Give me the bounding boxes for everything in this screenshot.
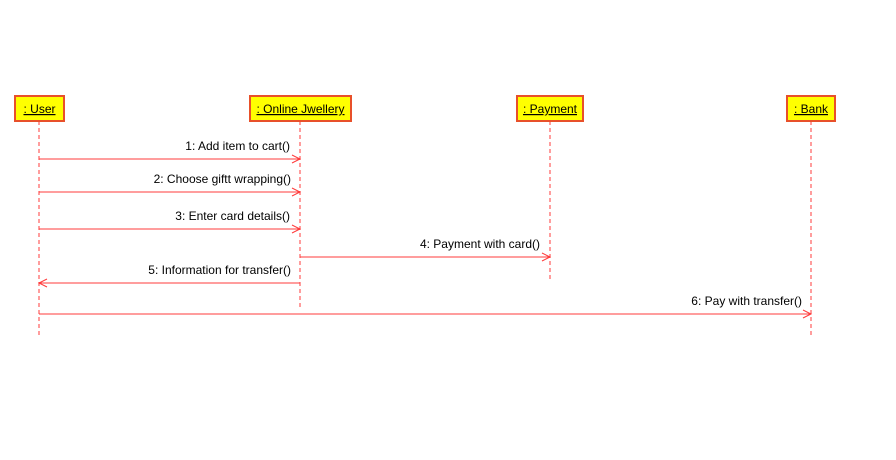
object-payment[interactable]: : Payment <box>516 95 584 122</box>
object-payment-label: : Payment <box>523 102 578 116</box>
message-1[interactable]: 1: Add item to cart() <box>39 139 302 164</box>
message-5[interactable]: 5: Information for transfer() <box>37 263 300 288</box>
arrowhead-right-icon <box>291 154 302 164</box>
object-user[interactable]: : User <box>14 95 65 122</box>
arrowhead-left-icon <box>37 278 48 288</box>
arrowhead-right-icon <box>541 252 552 262</box>
message-3-label: 3: Enter card details() <box>175 209 290 223</box>
message-4-label: 4: Payment with card() <box>420 237 540 251</box>
message-4[interactable]: 4: Payment with card() <box>300 237 552 262</box>
object-online-jwellery-label: : Online Jwellery <box>256 102 344 116</box>
object-online-jwellery[interactable]: : Online Jwellery <box>249 95 352 122</box>
message-2-label: 2: Choose giftt wrapping() <box>154 172 291 186</box>
message-6[interactable]: 6: Pay with transfer() <box>39 294 813 319</box>
object-bank-label: : Bank <box>794 102 829 116</box>
arrowhead-right-icon <box>291 187 302 197</box>
message-6-label: 6: Pay with transfer() <box>691 294 802 308</box>
message-2[interactable]: 2: Choose giftt wrapping() <box>39 172 302 197</box>
message-1-label: 1: Add item to cart() <box>185 139 290 153</box>
object-user-label: : User <box>23 102 55 116</box>
arrowhead-right-icon <box>802 309 813 319</box>
message-3[interactable]: 3: Enter card details() <box>39 209 302 234</box>
message-5-label: 5: Information for transfer() <box>148 263 291 277</box>
arrowhead-right-icon <box>291 224 302 234</box>
object-bank[interactable]: : Bank <box>786 95 836 122</box>
